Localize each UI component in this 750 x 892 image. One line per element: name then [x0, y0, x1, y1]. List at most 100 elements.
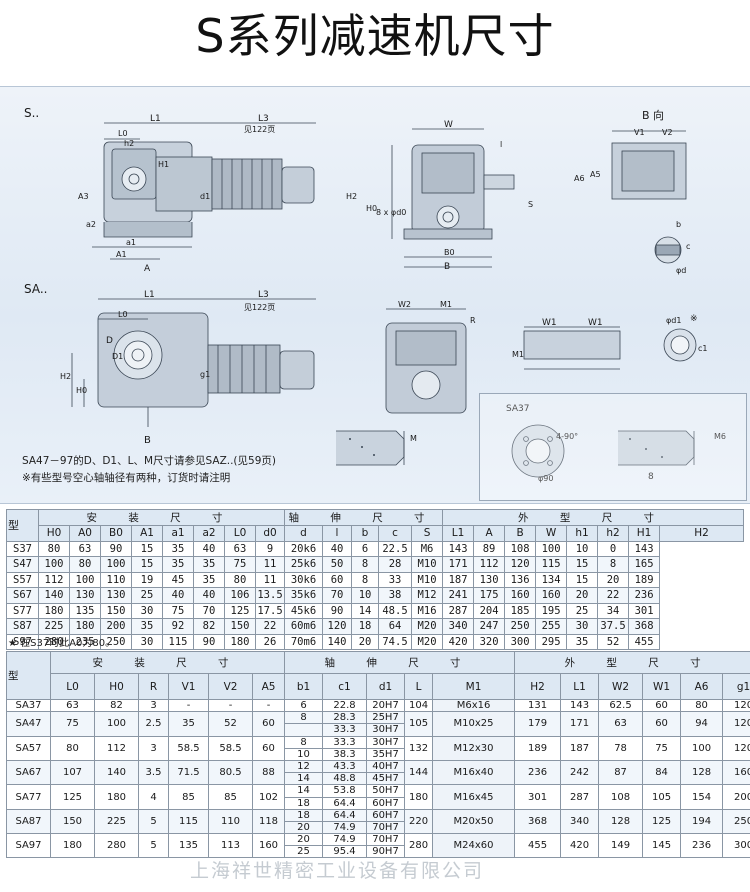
label-a: A [144, 264, 151, 274]
label-w: W [444, 120, 453, 130]
value-cell: 60m6 [284, 618, 324, 635]
value-cell: 37.5 [597, 618, 630, 635]
value-cell: 241 [442, 587, 475, 604]
value-cell: M6 [411, 540, 444, 557]
value-cell: 85 [168, 784, 209, 810]
value-cell: 180 [69, 618, 101, 635]
value-cell: 180 [94, 784, 139, 810]
value-cell: 22.5 [378, 540, 413, 557]
value-cell: 200 [722, 784, 750, 810]
value-cell: 35 [193, 571, 225, 588]
value-cell: 80 [680, 698, 724, 713]
label-sa-h0: H0 [76, 386, 87, 395]
shaft-cell: 18 [284, 796, 324, 810]
value-cell: 132 [404, 735, 434, 761]
label-sa-l3: L3 [258, 290, 269, 300]
value-cell: 280 [38, 633, 70, 650]
value-cell: 5 [138, 833, 169, 859]
column-header: A5 [251, 673, 286, 700]
value-cell: 80.5 [208, 759, 253, 786]
value-cell: 58.5 [168, 735, 209, 761]
value-cell: 6 [351, 540, 380, 557]
value-cell: 90 [193, 633, 225, 650]
value-cell: 70 [322, 587, 353, 604]
value-cell: 60 [642, 711, 682, 737]
label-s: S [528, 200, 533, 209]
value-cell: M20 [411, 618, 444, 635]
model-cell: S87 [6, 618, 39, 635]
value-cell: 144 [404, 759, 434, 786]
value-cell: 204 [473, 602, 506, 619]
value-cell: 189 [628, 571, 661, 588]
value-cell: 33 [378, 571, 413, 588]
value-cell: 3 [138, 735, 169, 761]
model-cell: SA97 [6, 833, 51, 859]
value-cell: 420 [560, 833, 600, 859]
value-cell: 179 [514, 711, 562, 737]
value-cell: 22 [254, 618, 286, 635]
value-cell: 34 [597, 602, 630, 619]
label-sa-m1-side: M1 [512, 350, 524, 359]
value-cell: 8 [351, 556, 380, 573]
shaft-cell: 60H7 [366, 796, 406, 810]
label-h0: H0 [366, 204, 377, 213]
label-a1: A1 [116, 250, 127, 259]
value-cell: 154 [680, 784, 724, 810]
value-cell: 280 [94, 833, 139, 859]
value-cell: 35k6 [284, 587, 324, 604]
sa-install-dims-header: 安 装 尺 寸 [49, 651, 286, 674]
value-cell: 180 [50, 833, 95, 859]
value-cell: 74.5 [378, 633, 413, 650]
label-l3: L3 [258, 114, 269, 124]
label-sa-l0: L0 [118, 310, 128, 319]
value-cell: M16x45 [432, 784, 516, 810]
value-cell: M20 [411, 633, 444, 650]
value-cell: 87 [598, 759, 644, 786]
column-header: c [378, 525, 413, 542]
value-cell: 225 [94, 808, 139, 835]
label-sa-series: SA.. [24, 282, 47, 296]
shaft-cell: 28.3 [322, 711, 368, 725]
value-cell: 115 [535, 556, 568, 573]
value-cell: 180 [224, 633, 256, 650]
value-cell: 89 [473, 540, 506, 557]
column-header: L [404, 673, 434, 700]
value-cell: 60 [642, 698, 682, 713]
label-sa-d1: D1 [112, 352, 123, 361]
value-cell: 62.5 [598, 698, 644, 713]
value-cell: 160 [722, 759, 750, 786]
shaft-cell: 14 [284, 784, 324, 798]
value-cell: 11 [254, 556, 286, 573]
value-cell: 150 [224, 618, 256, 635]
model-cell: S67 [6, 587, 39, 604]
label-h2-front: H2 [346, 192, 357, 201]
value-cell: 30k6 [284, 571, 324, 588]
value-cell: M16 [411, 602, 444, 619]
value-cell: 113 [208, 833, 253, 859]
value-cell: 15 [131, 540, 163, 557]
value-cell: 112 [473, 556, 506, 573]
label-sa-r: R [470, 316, 476, 325]
value-cell: 9 [254, 540, 286, 557]
value-cell: M12x30 [432, 735, 516, 761]
value-cell: 78 [598, 735, 644, 761]
value-cell: 19 [131, 571, 163, 588]
value-cell: 185 [504, 602, 537, 619]
note-line: SA47－97的D、D1、L、M尺寸请参见SAZ..(见59页) [22, 455, 276, 467]
label-sa-see-page: 见122页 [244, 303, 275, 312]
value-cell: 14 [351, 602, 380, 619]
value-cell: 52 [208, 711, 253, 737]
model-cell: SA87 [6, 808, 51, 835]
value-cell: M10 [411, 571, 444, 588]
install-dims-header: 安 装 尺 寸 [37, 509, 286, 526]
sa-model-header: 型 号 [6, 651, 51, 700]
column-header: A6 [680, 673, 724, 700]
column-header: a1 [162, 525, 194, 542]
value-cell: - [168, 698, 209, 713]
value-cell: 45k6 [284, 602, 324, 619]
label-sa-w1-b: W1 [588, 318, 603, 328]
value-cell: 75 [642, 735, 682, 761]
